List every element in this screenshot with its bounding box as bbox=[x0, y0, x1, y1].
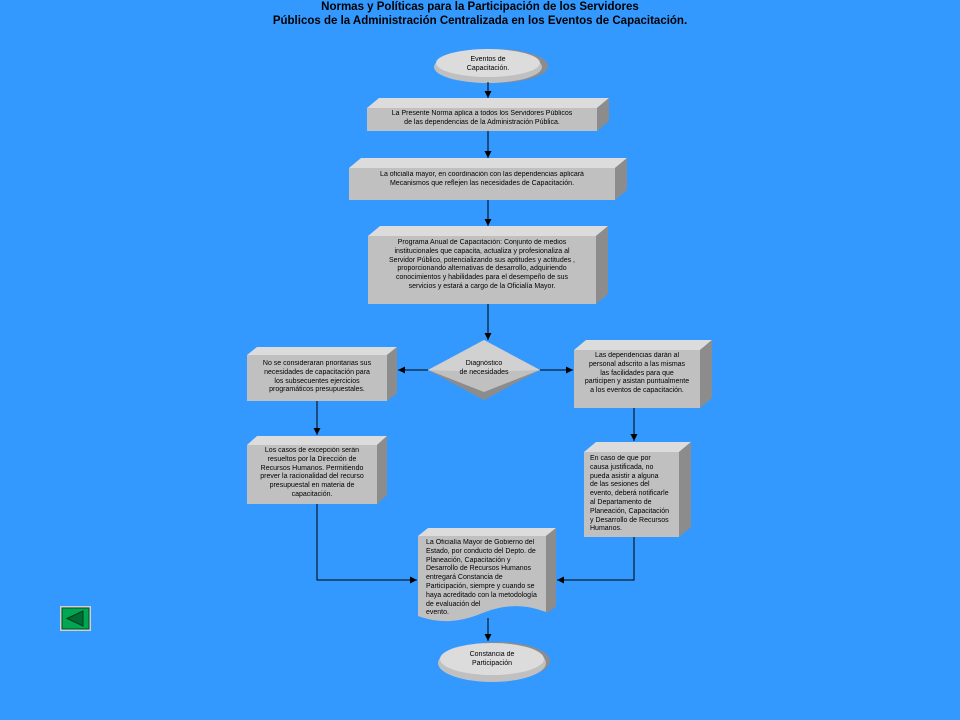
box2-text: La oficialía mayor, en coordinación con … bbox=[380, 171, 584, 187]
connectors bbox=[313, 82, 638, 641]
box3-text: Programa Anual de Capacitación: Conjunto… bbox=[389, 239, 575, 290]
start-label: Eventos de Capacitación. bbox=[466, 56, 510, 72]
right1-text: Las dependencias darán al personal adscr… bbox=[584, 352, 690, 395]
decision-diamond bbox=[428, 340, 540, 400]
process-box-2 bbox=[349, 158, 627, 200]
back-button[interactable] bbox=[60, 606, 91, 631]
left2-text: Los casos de excepción serán resueltos p… bbox=[260, 447, 364, 498]
title-line-1: Normas y Políticas para la Participación… bbox=[321, 1, 639, 13]
document-shape bbox=[418, 528, 556, 622]
process-box-1 bbox=[367, 98, 609, 131]
process-box-3 bbox=[368, 226, 608, 304]
title-line-2: Públicos de la Administración Centraliza… bbox=[272, 15, 688, 27]
back-arrow-icon bbox=[60, 606, 91, 631]
page-title: Normas y Políticas para la Participación… bbox=[200, 0, 760, 28]
end-label: Constancia de Participación bbox=[469, 651, 515, 667]
start-terminator bbox=[434, 49, 548, 83]
left1-text: No se consideraran prioritarias sus nece… bbox=[262, 360, 372, 394]
right2-text: En caso de que por causa justificada, no… bbox=[590, 455, 669, 533]
end-terminator bbox=[438, 642, 550, 682]
document-text: La Oficialía Mayor de Gobierno del Estad… bbox=[426, 539, 537, 617]
process-box-right-2 bbox=[584, 442, 691, 537]
process-box-right-1 bbox=[574, 340, 712, 408]
box1-text: La Presente Norma aplica a todos los Ser… bbox=[391, 110, 573, 126]
decision-label: Diagnóstico de necesidades bbox=[459, 360, 509, 376]
process-box-left-1 bbox=[247, 347, 397, 401]
process-box-left-2 bbox=[247, 436, 387, 504]
